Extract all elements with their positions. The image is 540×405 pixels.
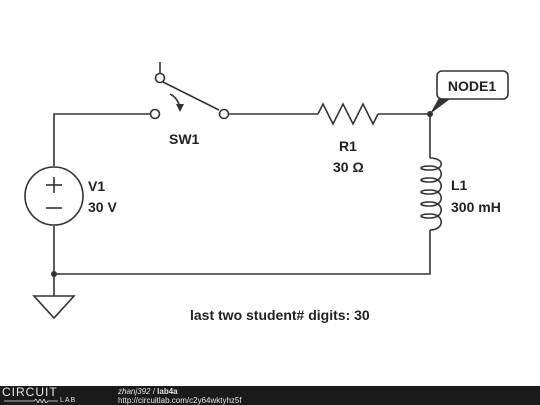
circuit-url-link[interactable]: http://circuitlab.com/c2y64wktyhz5f [118, 396, 242, 405]
wire-right-bottom [53, 226, 431, 275]
footer-bar: CIRCUIT LAB zhanj392 / lab4a http://circ… [0, 386, 540, 405]
switch-sw1[interactable] [149, 62, 230, 120]
logo-squiggle-icon [4, 399, 58, 403]
circuitlab-logo[interactable]: CIRCUIT LAB [2, 386, 97, 405]
r1-name-label: R1 [339, 138, 357, 154]
title-separator: / [150, 387, 158, 396]
footer-meta: zhanj392 / lab4a http://circuitlab.com/c… [118, 387, 242, 405]
r1-value-label: 30 Ω [333, 159, 364, 175]
circuit-title: lab4a [157, 387, 178, 396]
wire-resistor-node [378, 113, 431, 158]
student-digits-note: last two student# digits: 30 [190, 307, 370, 323]
v1-value-label: 30 V [88, 199, 117, 215]
junction-ground [51, 271, 57, 277]
circuit-schematic: V1 30 V SW1 R1 30 Ω L1 300 mH NODE1 last… [24, 62, 509, 323]
l1-name-label: L1 [451, 177, 468, 193]
voltage-source-v1[interactable] [24, 166, 84, 226]
node1-label: NODE1 [448, 78, 496, 94]
author-link[interactable]: zhanj392 [118, 387, 151, 396]
resistor-r1[interactable] [317, 102, 379, 126]
l1-value-label: 300 mH [451, 199, 501, 215]
logo-text-bottom: LAB [60, 397, 77, 404]
v1-name-label: V1 [88, 178, 105, 194]
node1-tag[interactable]: NODE1 [430, 70, 509, 114]
wire-left-top [53, 113, 151, 166]
sw1-name-label: SW1 [169, 131, 200, 147]
logo-text-top: CIRCUIT [2, 385, 58, 399]
inductor-l1[interactable] [420, 157, 443, 231]
ground-symbol [32, 295, 76, 320]
